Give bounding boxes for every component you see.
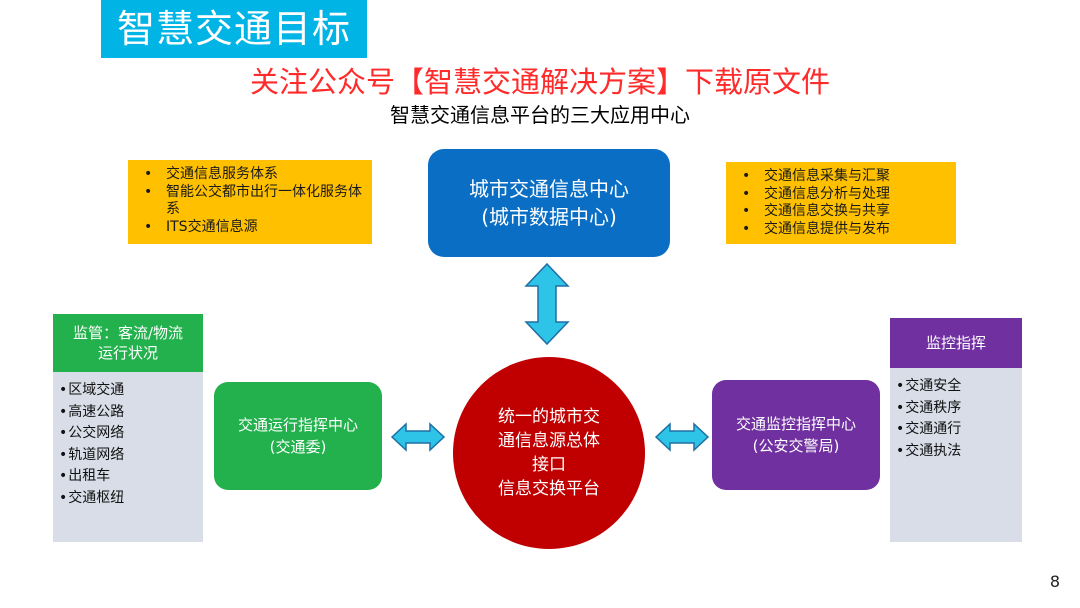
monitor-panel-header: 监控指挥 xyxy=(890,318,1022,368)
traffic-monitor-command-center: 交通监控指挥中心 (公安交警局) xyxy=(712,380,880,490)
vertical-double-arrow xyxy=(524,262,570,346)
list-item: 交通安全 xyxy=(896,376,1022,398)
list-item: 交通信息采集与汇聚 xyxy=(738,168,946,186)
panel-header-line: 运行状况 xyxy=(97,344,158,362)
list-item: ITS交通信息源 xyxy=(140,219,362,237)
operation-center-subtitle: (交通委) xyxy=(269,438,327,456)
list-item: 交通信息提供与发布 xyxy=(738,221,946,239)
supervision-panel: 监管：客流/物流 运行状况 区域交通 高速公路 公交网络 轨道网络 出租车 交通… xyxy=(53,314,203,542)
hub-line: 统一的城市交 xyxy=(498,407,600,427)
list-item: 出租车 xyxy=(59,466,203,488)
diagram-subtitle: 智慧交通信息平台的三大应用中心 xyxy=(390,103,690,127)
list-item: 交通信息交换与共享 xyxy=(738,203,946,221)
city-center-title: 城市交通信息中心 xyxy=(469,177,629,201)
list-item: 交通秩序 xyxy=(896,398,1022,420)
operation-center-title: 交通运行指挥中心 xyxy=(237,416,358,434)
left-double-arrow xyxy=(390,422,446,452)
promo-text: 关注公众号【智慧交通解决方案】下载原文件 xyxy=(249,65,830,99)
traffic-operation-command-center: 交通运行指挥中心 (交通委) xyxy=(214,382,382,490)
hub-line: 通信息源总体 xyxy=(498,431,600,451)
list-item: 公交网络 xyxy=(59,423,203,445)
list-item: 高速公路 xyxy=(59,402,203,424)
list-item: 交通通行 xyxy=(896,419,1022,441)
list-item: 交通信息分析与处理 xyxy=(738,186,946,204)
list-item: 交通枢纽 xyxy=(59,488,203,510)
panel-header-line: 监控指挥 xyxy=(925,334,986,352)
hub-line: 接口 xyxy=(532,455,566,475)
supervision-panel-header: 监管：客流/物流 运行状况 xyxy=(53,314,203,372)
monitor-center-title: 交通监控指挥中心 xyxy=(735,415,856,433)
right-double-arrow xyxy=(654,422,710,452)
city-traffic-info-center: 城市交通信息中心 (城市数据中心) xyxy=(428,149,670,257)
list-item: 智能公交都市出行一体化服务体系 xyxy=(140,184,362,219)
slide-title: 智慧交通目标 xyxy=(101,0,367,58)
top-right-info-box: 交通信息采集与汇聚 交通信息分析与处理 交通信息交换与共享 交通信息提供与发布 xyxy=(726,162,956,244)
list-item: 轨道网络 xyxy=(59,445,203,467)
info-exchange-hub: 统一的城市交 通信息源总体 接口 信息交换平台 xyxy=(453,357,645,549)
list-item: 交通信息服务体系 xyxy=(140,166,362,184)
top-left-info-box: 交通信息服务体系 智能公交都市出行一体化服务体系 ITS交通信息源 xyxy=(128,160,372,244)
monitor-center-subtitle: (公安交警局) xyxy=(752,437,840,455)
panel-header-line: 监管：客流/物流 xyxy=(72,324,184,342)
list-item: 交通执法 xyxy=(896,441,1022,463)
city-center-subtitle: (城市数据中心) xyxy=(481,205,617,229)
list-item: 区域交通 xyxy=(59,380,203,402)
monitor-command-panel: 监控指挥 交通安全 交通秩序 交通通行 交通执法 xyxy=(890,318,1022,542)
hub-line: 信息交换平台 xyxy=(498,479,600,499)
page-number: 8 xyxy=(1049,572,1060,591)
